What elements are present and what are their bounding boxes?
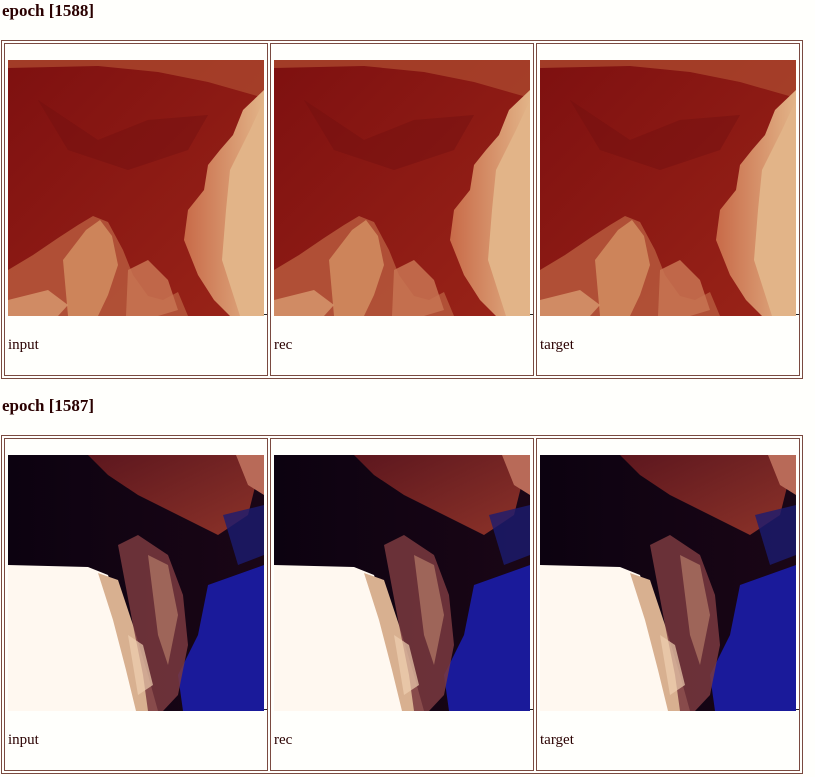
image-cell-rec: rec (270, 438, 534, 771)
epoch-title: epoch [1587] (2, 396, 95, 415)
image-caption: target (540, 732, 574, 748)
epoch-image-table: input rec (1, 435, 803, 774)
image-cell-target: target (536, 43, 800, 376)
input-image (8, 455, 264, 711)
epoch-title: epoch [1588] (2, 1, 95, 20)
image-cell-input: input (4, 43, 268, 376)
image-cell-input: input (4, 438, 268, 771)
image-caption: target (540, 337, 574, 353)
target-image (540, 455, 796, 711)
image-caption: input (8, 732, 39, 748)
image-caption: rec (274, 732, 293, 748)
image-caption: input (8, 337, 39, 353)
image-caption: rec (274, 337, 293, 353)
target-image (540, 60, 796, 316)
epoch-image-table: input rec (1, 40, 803, 379)
rec-image (274, 455, 530, 711)
image-cell-rec: rec (270, 43, 534, 376)
image-cell-target: target (536, 438, 800, 771)
rec-image (274, 60, 530, 316)
input-image (8, 60, 264, 316)
